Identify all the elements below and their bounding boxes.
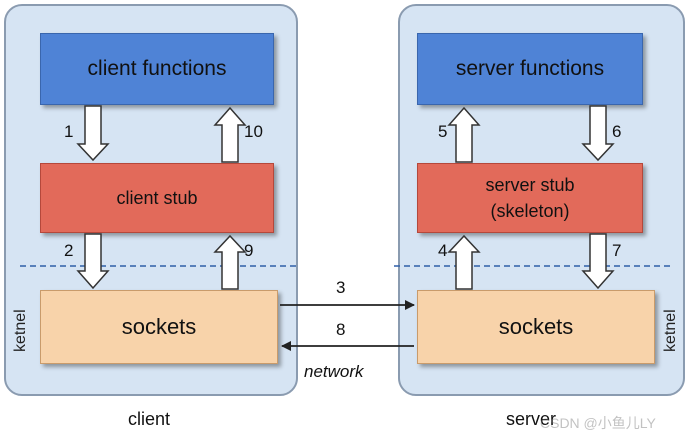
step-1-label: 1 bbox=[64, 122, 74, 141]
step-2-label: 2 bbox=[64, 241, 74, 260]
arrow-step-6 bbox=[581, 105, 615, 162]
arrow-step-5 bbox=[447, 106, 481, 163]
server-kernel-label: ketnel bbox=[662, 309, 679, 352]
network-label: network bbox=[304, 362, 364, 381]
client-caption: client bbox=[128, 409, 171, 429]
step-9-label: 9 bbox=[244, 241, 254, 260]
client-kernel-label: ketnel bbox=[12, 309, 29, 352]
client-sockets-box: sockets bbox=[40, 290, 278, 364]
arrow-step-2 bbox=[76, 233, 110, 290]
server-functions-box: server functions bbox=[417, 33, 643, 105]
arrow-step-9 bbox=[213, 234, 247, 290]
server-stub-label: server stub bbox=[485, 175, 575, 195]
client-stub-label: client stub bbox=[116, 187, 198, 208]
arrow-step-1 bbox=[76, 105, 110, 162]
server-stub-box: server stub (skeleton) bbox=[417, 163, 643, 233]
step-8-label: 8 bbox=[336, 320, 346, 339]
step-4-label: 4 bbox=[438, 241, 448, 260]
arrow-step-4 bbox=[447, 234, 481, 290]
server-sockets-label: sockets bbox=[498, 314, 574, 339]
step-7-label: 7 bbox=[612, 241, 622, 260]
client-functions-label: client functions bbox=[87, 57, 227, 80]
client-stub-box: client stub bbox=[40, 163, 274, 233]
step-10-label: 10 bbox=[244, 122, 263, 141]
server-skeleton-label: (skeleton) bbox=[490, 201, 570, 221]
step-3-label: 3 bbox=[336, 278, 346, 297]
step-6-label: 6 bbox=[612, 122, 622, 141]
server-caption: server bbox=[506, 409, 557, 429]
watermark: CSDN @小鱼儿LY bbox=[540, 415, 656, 431]
server-functions-label: server functions bbox=[455, 57, 605, 80]
arrow-step-7 bbox=[581, 233, 615, 290]
server-sockets-box: sockets bbox=[417, 290, 655, 364]
arrow-step-10 bbox=[213, 106, 247, 163]
client-sockets-label: sockets bbox=[121, 314, 197, 339]
client-functions-box: client functions bbox=[40, 33, 274, 105]
step-5-label: 5 bbox=[438, 122, 448, 141]
